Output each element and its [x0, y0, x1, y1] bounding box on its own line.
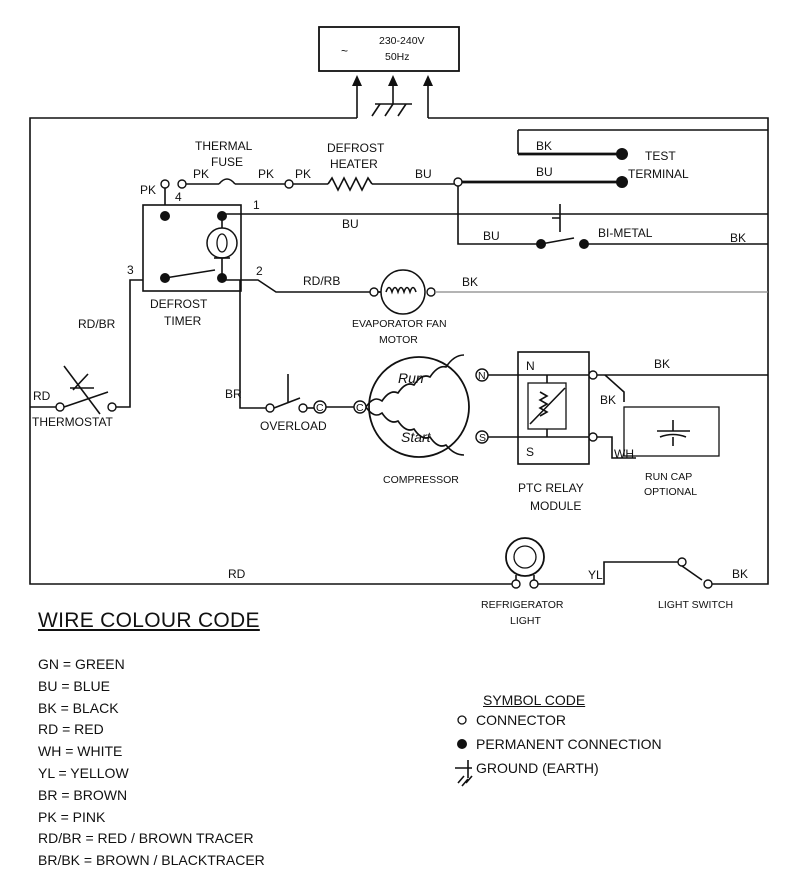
wire-label-bk-4: BK: [654, 357, 670, 371]
terminal-2: 2: [256, 264, 263, 278]
supply-voltage: 230-240V: [379, 35, 425, 47]
permanent-connection-icon: [457, 739, 467, 749]
legend-item: BK = BLACK: [38, 699, 119, 716]
evap-fan-label: EVAPORATOR FAN: [352, 318, 447, 330]
terminal-s: S: [526, 445, 534, 459]
light-bulb-icon: [505, 537, 545, 577]
run-label: Run: [398, 370, 424, 386]
wire-label-rd-1: RD: [33, 389, 51, 403]
wire-label-bk-1: BK: [536, 139, 552, 153]
thermal-fuse-icon: [218, 178, 236, 185]
run-cap-label: RUN CAP: [645, 471, 692, 483]
wire-label-bu-4: BU: [483, 229, 500, 243]
terminal-n-comp: N: [478, 370, 486, 382]
wire-label-bk-6: BK: [732, 567, 748, 581]
wire-colour-code-list: GN = GREEN BU = BLUE BK = BLACK RD = RED…: [38, 654, 265, 872]
fridge-light-label: REFRIGERATOR: [481, 599, 564, 611]
legend-item: YL = YELLOW: [38, 764, 129, 781]
wire-label-bu-1: BU: [415, 167, 432, 181]
legend-item: GN = GREEN: [38, 656, 125, 672]
connector-label: CONNECTOR: [476, 712, 566, 728]
timer-motor-icon: [206, 227, 238, 259]
ground-legend-icon: [455, 760, 473, 787]
run-capacitor: [623, 406, 720, 457]
light-circuit: [505, 537, 713, 589]
wire-label-pk-2: PK: [193, 167, 209, 181]
wire-label-rd-2: RD: [228, 567, 246, 581]
terminal-4: 4: [175, 190, 182, 204]
defrost-timer-label: DEFROST: [150, 297, 208, 311]
defrost-timer-label-2: TIMER: [164, 314, 202, 328]
wire-label-pk-1: PK: [140, 183, 156, 197]
evaporator-fan: [369, 269, 768, 315]
defrost-heater-icon: [327, 176, 373, 192]
wire-colour-code-title: WIRE COLOUR CODE: [38, 609, 260, 632]
legend-item: BR/BK = BROWN / BLACKTRACER: [38, 852, 265, 869]
test-terminal-label-2: TERMINAL: [628, 167, 689, 181]
permanent-label: PERMANENT CONNECTION: [476, 736, 662, 752]
wire-label-bu-2: BU: [536, 165, 553, 179]
terminal-1: 1: [253, 198, 260, 212]
connector-icon: [457, 715, 467, 725]
ptc-relay: [517, 351, 768, 465]
fan-motor-icon: [380, 269, 426, 315]
test-terminal-label: TEST: [645, 149, 676, 163]
supply-frequency: 50Hz: [385, 51, 410, 63]
defrost-heater-label-2: HEATER: [330, 157, 378, 171]
thermal-fuse-label: THERMAL: [195, 139, 253, 153]
compressor-circuit: [239, 280, 518, 458]
run-cap-label-2: OPTIONAL: [644, 486, 697, 498]
symbol-connector-row: CONNECTOR: [456, 712, 566, 728]
thermal-fuse-label-2: FUSE: [211, 155, 243, 169]
power-supply: ~ 230-240V 50Hz: [318, 26, 460, 118]
start-label: Start: [401, 429, 432, 445]
legend-item: RD = RED: [38, 721, 104, 738]
ground-icon: [371, 103, 412, 117]
ptc-relay-label-2: MODULE: [530, 499, 581, 513]
terminal-s-comp: S: [479, 432, 486, 444]
legend-item: RD/BR = RED / BROWN TRACER: [38, 830, 254, 847]
ground-label: GROUND (EARTH): [476, 760, 599, 776]
overload-label: OVERLOAD: [260, 419, 327, 433]
wire-label-br: BR: [225, 387, 242, 401]
defrost-heater-label: DEFROST: [327, 141, 385, 155]
wire-label-pk-4: PK: [295, 167, 311, 181]
defrost-timer: [142, 204, 768, 293]
legend-item: PK = PINK: [38, 808, 106, 825]
terminal-c-1: C: [316, 402, 324, 414]
bi-metal-label: BI-METAL: [598, 226, 653, 240]
frame-wire: [29, 117, 512, 585]
ptc-relay-label: PTC RELAY: [518, 481, 584, 495]
terminal-c-2: C: [356, 402, 364, 414]
legend-item: BU = BLUE: [38, 677, 110, 694]
wire-label-bu-3: BU: [342, 217, 359, 231]
wire-label-pk-3: PK: [258, 167, 274, 181]
terminal-3: 3: [127, 263, 134, 277]
legend-item: BR = BROWN: [38, 786, 128, 803]
light-switch-label: LIGHT SWITCH: [658, 599, 733, 611]
wire-label-rdrb: RD/RB: [303, 274, 340, 288]
wire-label-bk-5: BK: [600, 393, 616, 407]
heater-circuit: [160, 129, 768, 249]
legend-item: WH = WHITE: [38, 743, 123, 760]
fridge-light-label-2: LIGHT: [510, 615, 542, 627]
evap-fan-label-2: MOTOR: [379, 334, 418, 346]
wire-label-yl: YL: [588, 568, 603, 582]
compressor-icon: [368, 356, 470, 458]
compressor-label: COMPRESSOR: [383, 474, 459, 486]
symbol-permanent-row: PERMANENT CONNECTION: [456, 736, 662, 752]
wire-label-bk-2: BK: [730, 231, 746, 245]
symbol-ground-row: GROUND (EARTH): [456, 760, 599, 776]
wire-label-rdbr: RD/BR: [78, 317, 116, 331]
wire-label-bk-3: BK: [462, 275, 478, 289]
thermostat-label: THERMOSTAT: [32, 415, 114, 429]
symbol-code-title: SYMBOL CODE: [483, 692, 586, 708]
terminal-n: N: [526, 359, 535, 373]
ac-symbol: ~: [341, 44, 348, 58]
thermostat: [30, 279, 143, 415]
